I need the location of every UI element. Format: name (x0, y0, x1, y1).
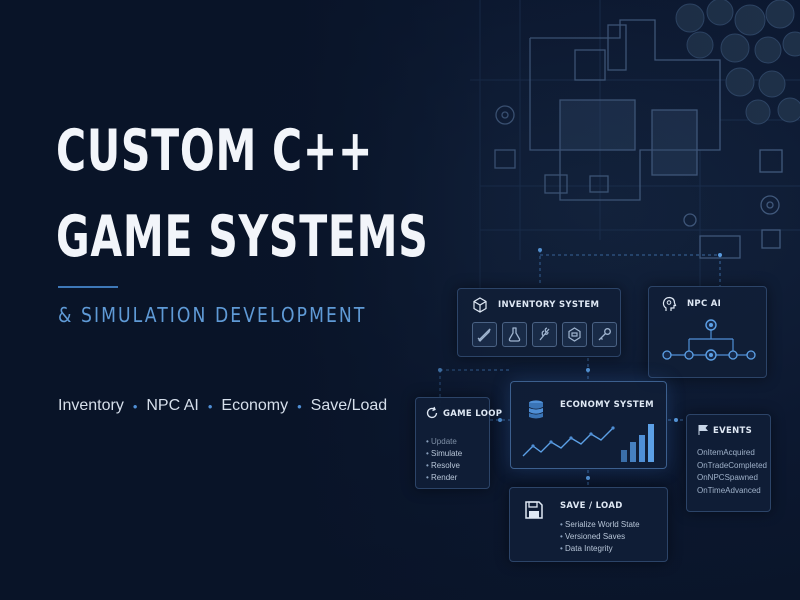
headline: CUSTOM C++ GAME SYSTEMS (56, 108, 429, 280)
herb-icon (532, 322, 557, 347)
accent-rule (58, 286, 118, 288)
inventory-system-title: INVENTORY SYSTEM (498, 300, 600, 310)
headline-line-2: GAME SYSTEMS (56, 204, 429, 270)
potion-icon (502, 322, 527, 347)
events-title: EVENTS (713, 426, 753, 436)
key-icon (592, 322, 617, 347)
list-item: Serialize World State (560, 519, 640, 531)
flag-icon (698, 425, 709, 435)
save-load-title: SAVE / LOAD (560, 501, 623, 511)
feature-separator: • (207, 398, 213, 414)
list-item: OnNPCSpawned (697, 473, 758, 482)
economy-trend-graphic (522, 424, 654, 462)
sword-icon (472, 322, 497, 347)
feature-npc-ai: NPC AI (146, 397, 199, 414)
floppy-disk-icon (525, 501, 543, 519)
corner-crosshair-marks (10, 6, 48, 52)
refresh-loop-icon (426, 406, 438, 419)
head-silhouette-icon (662, 296, 677, 311)
list-item: OnTradeCompleted (697, 460, 767, 470)
events-list: OnItemAcquired OnTradeCompleted OnNPCSpa… (697, 447, 767, 497)
feature-separator: • (297, 398, 302, 414)
list-item: Update (426, 436, 462, 448)
events-card: EVENTS OnItemAcquired OnTradeCompleted O… (686, 414, 771, 512)
save-load-card: SAVE / LOAD Serialize World State Versio… (509, 487, 668, 562)
list-item: Data Integrity (560, 543, 640, 555)
feature-inventory: Inventory (58, 397, 124, 414)
list-item: Resolve (426, 460, 462, 472)
headline-line-1: CUSTOM C++ (56, 118, 374, 184)
behavior-tree-diagram (662, 319, 756, 361)
npc-ai-card: NPC AI (648, 286, 767, 378)
gem-icon (562, 322, 587, 347)
game-loop-card: GAME LOOP Update Simulate Resolve Render (415, 397, 502, 489)
list-item: Versioned Saves (560, 531, 640, 543)
npc-ai-title: NPC AI (687, 299, 722, 309)
game-loop-list: Update Simulate Resolve Render (426, 436, 462, 484)
inventory-system-card: INVENTORY SYSTEM (457, 288, 621, 357)
subtitle: & SIMULATION DEVELOPMENT (58, 303, 367, 327)
trees-cluster (675, 0, 800, 125)
list-item: OnItemAcquired (697, 448, 755, 457)
cube-icon (473, 297, 487, 313)
economy-system-title: ECONOMY SYSTEM (560, 400, 654, 410)
feature-economy: Economy (221, 397, 289, 414)
economy-system-card: ECONOMY SYSTEM (510, 381, 667, 469)
list-item: OnTimeAdvanced (697, 485, 761, 495)
save-load-list: Serialize World State Versioned Saves Da… (560, 519, 640, 555)
coin-stack-icon (529, 400, 543, 419)
game-loop-title: GAME LOOP (443, 409, 503, 419)
list-item: Render (426, 472, 462, 484)
feature-separator: • (132, 398, 138, 414)
list-item: Simulate (426, 448, 462, 460)
feature-list: Inventory • NPC AI • Economy • Save/Load (58, 397, 387, 415)
feature-save-load: Save/Load (310, 397, 388, 414)
